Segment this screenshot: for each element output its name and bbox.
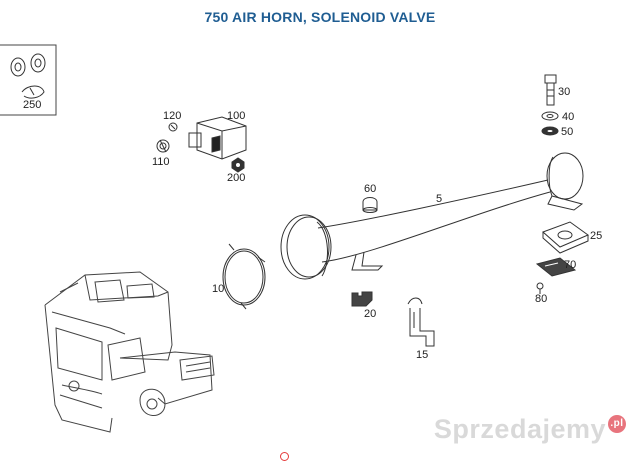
- label-15: 15: [416, 349, 428, 361]
- label-50: 50: [561, 126, 573, 138]
- bracket-20: [352, 292, 372, 306]
- label-60: 60: [364, 183, 376, 195]
- watermark-badge: .pl: [608, 415, 626, 433]
- part-labels: 250 120 100 110 200 30 40 50 60 5 25 70 …: [23, 86, 602, 361]
- ring-10: [223, 244, 265, 309]
- pagination-dot[interactable]: [280, 452, 289, 461]
- label-100: 100: [227, 110, 245, 122]
- solenoid-valve-100: [189, 117, 246, 159]
- fitting-110: [157, 140, 169, 152]
- label-110: 110: [152, 156, 170, 168]
- label-70: 70: [564, 259, 576, 271]
- nut-200: [232, 158, 244, 172]
- watermark-text: Sprzedajemy: [433, 414, 606, 444]
- label-80: 80: [535, 293, 547, 305]
- washer-40: [542, 112, 558, 120]
- label-10: 10: [212, 283, 224, 295]
- grommet-250: [11, 54, 45, 98]
- screw-80: [537, 283, 543, 294]
- screw-120: [169, 123, 177, 131]
- label-250: 250: [23, 99, 41, 111]
- bolt-30: [545, 75, 556, 105]
- truck-cab: [45, 272, 214, 432]
- label-30: 30: [558, 86, 570, 98]
- air-horn-5: [281, 153, 583, 279]
- inset-frame: [0, 45, 56, 115]
- label-5: 5: [436, 193, 442, 205]
- label-25: 25: [590, 230, 602, 242]
- label-200: 200: [227, 172, 245, 184]
- watermark: Sprzedajemy.pl: [434, 414, 626, 445]
- label-40: 40: [562, 111, 574, 123]
- diagram-title: 750 AIR HORN, SOLENOID VALVE: [204, 9, 436, 25]
- mounting-plate-25: [543, 222, 588, 253]
- bracket-15: [408, 298, 434, 346]
- washer-50: [542, 127, 558, 135]
- label-20: 20: [364, 308, 376, 320]
- clip-70: [537, 258, 575, 276]
- label-120: 120: [163, 110, 181, 122]
- cap-60: [363, 198, 377, 213]
